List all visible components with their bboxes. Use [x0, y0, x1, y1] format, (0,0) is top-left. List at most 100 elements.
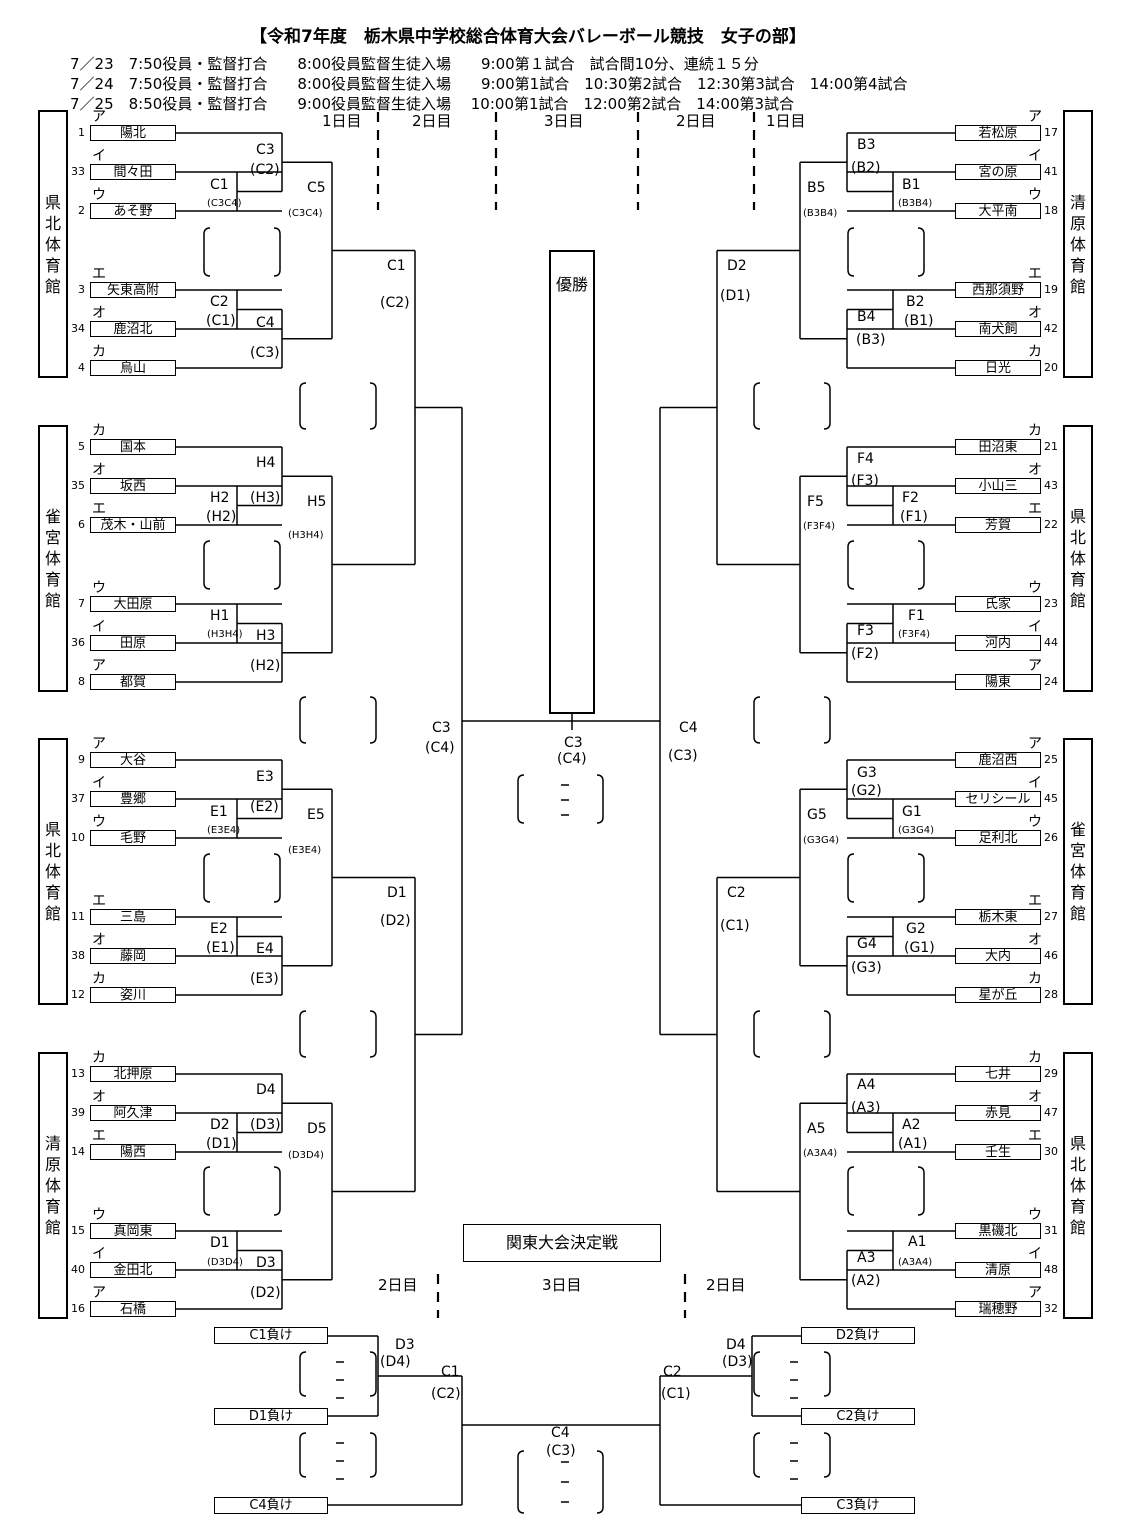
- match-label-b1: B1: [902, 177, 921, 193]
- draw-kana: カ: [92, 1050, 106, 1066]
- bracket-line: [273, 540, 281, 590]
- seed-number: 18: [1044, 204, 1058, 217]
- draw-kana: イ: [92, 619, 106, 635]
- match-label-g2: G2: [906, 921, 926, 937]
- schedule-line-1: 7／23 7:50役員・監督打合 8:00役員監督生徒入場 9:00第１試合 試…: [70, 55, 759, 73]
- bracket-line: [369, 382, 377, 430]
- loser-box-c2: C2負け: [801, 1408, 915, 1425]
- match-label-g1: G1: [902, 804, 922, 820]
- match-label-h2p: (H2): [206, 509, 237, 525]
- team-name-box: 矢東高附: [90, 282, 176, 298]
- seed-number: 48: [1044, 1263, 1058, 1276]
- venue-suzumenomiya-left: 雀宮体育館: [38, 425, 68, 692]
- draw-kana: エ: [1028, 266, 1042, 282]
- match-label-g2p: (G2): [851, 783, 882, 799]
- seed-number: 21: [1044, 440, 1058, 453]
- seed-number: 34: [71, 322, 85, 335]
- bracket-line: [517, 774, 525, 824]
- loser-box-d2: D2負け: [801, 1327, 915, 1344]
- bracket-line: [917, 227, 925, 277]
- match-label-f4: F4: [857, 451, 874, 467]
- match-label-c1p: (C1): [206, 313, 236, 329]
- match-label-a3p: (A3): [851, 1100, 881, 1116]
- match-label-c3: C3: [256, 142, 275, 158]
- match-label-c5: C5: [307, 180, 326, 196]
- draw-kana: エ: [1028, 501, 1042, 517]
- team-name-box: 藤岡: [90, 948, 176, 964]
- draw-kana: イ: [92, 1246, 106, 1262]
- draw-kana: イ: [1028, 619, 1042, 635]
- match-label-e3e4s: (E3E4): [207, 825, 241, 836]
- match-label-d3p: (D3): [250, 1117, 281, 1133]
- seed-number: 27: [1044, 910, 1058, 923]
- match-label-rs: C4: [679, 720, 698, 736]
- draw-kana: エ: [92, 501, 106, 517]
- team-name-box: 日光: [955, 360, 1041, 376]
- team-name-box: 星が丘: [955, 987, 1041, 1003]
- team-name-box: 国本: [90, 439, 176, 455]
- bracket-line: [299, 1432, 307, 1478]
- kanto-day-left: 2日目: [378, 1276, 418, 1294]
- seed-number: 39: [71, 1106, 85, 1119]
- kanto-left-d4p: (D4): [380, 1354, 411, 1370]
- team-name-box: 茂木・山前: [90, 517, 176, 533]
- schedule-line-2: 7／24 7:50役員・監督打合 8:00役員監督生徒入場 9:00第1試合 1…: [70, 75, 908, 93]
- team-name-box: 赤見: [955, 1105, 1041, 1121]
- match-label-h3h4s: (H3H4): [207, 629, 243, 640]
- draw-kana: ウ: [1028, 580, 1042, 596]
- draw-kana: カ: [1028, 1050, 1042, 1066]
- bracket-line: [917, 540, 925, 590]
- kanto-right-c2: C2: [663, 1364, 682, 1380]
- kanto-left-c2p: (C2): [431, 1386, 461, 1402]
- team-name-box: 石橋: [90, 1301, 176, 1317]
- match-label-b3b4: (B3B4): [803, 208, 838, 219]
- match-label-c3p: (C3): [250, 345, 280, 361]
- seed-number: 33: [71, 165, 85, 178]
- match-label-q2: D1: [387, 885, 407, 901]
- kanto-left-d3: D3: [395, 1337, 415, 1353]
- loser-box-c3: C3負け: [801, 1497, 915, 1514]
- match-label-d2p: (D2): [250, 1285, 281, 1301]
- bracket-line: [823, 1432, 831, 1478]
- bracket-line: [299, 1351, 307, 1397]
- draw-kana: イ: [1028, 148, 1042, 164]
- team-name-box: 栃木東: [955, 909, 1041, 925]
- bracket-line: [369, 1010, 377, 1058]
- team-name-box: 陽東: [955, 674, 1041, 690]
- draw-kana: ア: [92, 736, 106, 752]
- match-label-d5: D5: [307, 1121, 327, 1137]
- seed-number: 44: [1044, 636, 1058, 649]
- seed-number: 32: [1044, 1302, 1058, 1315]
- team-name-box: セリシール: [955, 791, 1041, 807]
- match-label-q1p: (C2): [380, 295, 410, 311]
- draw-kana: ウ: [92, 580, 106, 596]
- bracket-line: [369, 1351, 377, 1397]
- match-label-d3d4: (D3D4): [288, 1150, 324, 1161]
- match-label-d2: D2: [210, 1117, 230, 1133]
- match-label-c3c4: (C3C4): [288, 208, 323, 219]
- match-label-g1p: (G1): [904, 940, 935, 956]
- draw-kana: オ: [92, 1089, 106, 1105]
- kanto-right-c1p: (C1): [661, 1386, 691, 1402]
- bracket-line: [823, 696, 831, 744]
- match-label-e5: E5: [307, 807, 325, 823]
- team-name-box: 田原: [90, 635, 176, 651]
- team-name-box: 金田北: [90, 1262, 176, 1278]
- bracket-line: [917, 853, 925, 903]
- seed-number: 7: [78, 597, 85, 610]
- match-label-rq1p: (D1): [720, 288, 751, 304]
- kanto-right-d3p: (D3): [722, 1354, 753, 1370]
- match-label-s1p: (C4): [425, 740, 455, 756]
- team-name-box: 壬生: [955, 1144, 1041, 1160]
- match-label-f3: F3: [857, 623, 874, 639]
- day-label-left-2: 2日目: [412, 112, 452, 130]
- seed-number: 41: [1044, 165, 1058, 178]
- bracket-line: [369, 1432, 377, 1478]
- match-label-f2: F2: [902, 490, 919, 506]
- draw-kana: オ: [1028, 932, 1042, 948]
- match-label-a3: A3: [857, 1250, 876, 1266]
- match-label-d1: D1: [210, 1235, 230, 1251]
- bracket-line: [203, 853, 211, 903]
- team-name-box: 鹿沼北: [90, 321, 176, 337]
